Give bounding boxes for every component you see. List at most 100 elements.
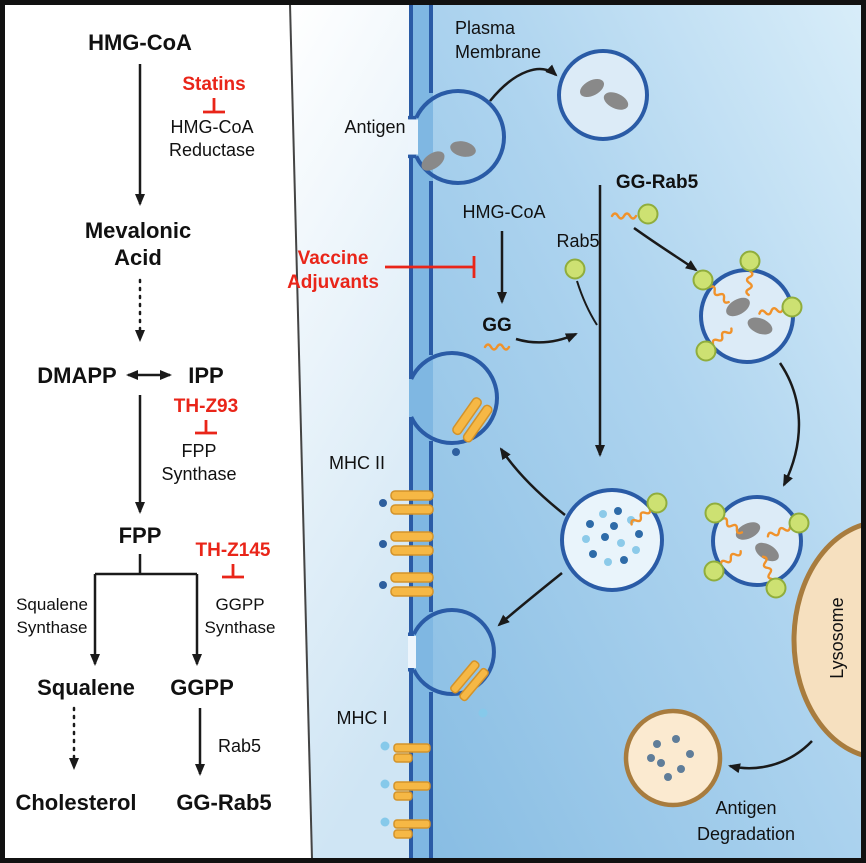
- rab5-protein: [704, 502, 726, 524]
- ggpp-node: GGPP: [170, 675, 234, 700]
- mhc1-bar: [393, 781, 431, 791]
- gg-merge-arrow: [515, 332, 578, 344]
- gg-label: GG: [482, 315, 512, 336]
- fpp-node: FPP: [119, 523, 162, 548]
- antigen-particle: [421, 151, 445, 171]
- peptide-dot: [610, 522, 618, 530]
- cholesterol-node: Cholesterol: [15, 790, 136, 815]
- rab5-protein: [695, 340, 717, 362]
- peptide-dot: [380, 741, 390, 751]
- degraded-dot: [664, 773, 672, 781]
- antigen-particle: [755, 542, 779, 562]
- squalene-node: Squalene: [37, 675, 135, 700]
- peptide-dot: [380, 779, 390, 789]
- endocytic-cup-bottom: [412, 608, 496, 696]
- rab5-protein: [703, 560, 725, 582]
- gg-rab5-protein: [637, 203, 659, 225]
- antigen-label: Antigen: [344, 117, 405, 137]
- endocytosis-neck-top: [408, 119, 418, 155]
- mhc1-bar: [393, 829, 413, 839]
- endocytic-cup-top: [414, 89, 506, 185]
- vaccine-adjuvants-label-2: Adjuvants: [287, 272, 379, 293]
- peptide-dot: [617, 539, 625, 547]
- degraded-dot: [686, 750, 694, 758]
- cell-panel: Lysosome Plasma Membrane Antigen HMG-CoA…: [287, 3, 866, 860]
- thz145-inhibition-symbol: [222, 564, 244, 579]
- reductase-label-2: Reductase: [169, 140, 255, 160]
- mhc2-at-cup: [452, 397, 493, 443]
- degraded-dot: [653, 740, 661, 748]
- rab5-pathway-label: Rab5: [218, 736, 261, 756]
- rab5-label-cell: Rab5: [556, 231, 599, 251]
- mhc2-bar: [390, 531, 434, 542]
- peptide-dot: [379, 499, 387, 507]
- endocytosis-neck-bottom: [408, 636, 416, 668]
- rab5-protein: [765, 577, 787, 599]
- mhc1-bar: [393, 743, 431, 753]
- antigen-particle: [747, 317, 773, 335]
- mhc2-label: MHC II: [329, 453, 385, 473]
- mhc1-bar: [393, 791, 413, 801]
- antigen-particle: [603, 92, 629, 110]
- antigen-degradation-label-2: Degradation: [697, 824, 795, 844]
- peptide-dot: [604, 558, 612, 566]
- rab5-protein: [788, 512, 810, 534]
- lysosome-to-degradation-arrow: [728, 740, 813, 774]
- dmapp-node: DMAPP: [37, 363, 116, 388]
- peptide-dot: [632, 546, 640, 554]
- squalene-synthase-label-1: Squalene: [16, 595, 88, 614]
- degraded-dot: [672, 735, 680, 743]
- rab5-protein: [692, 269, 714, 291]
- mhc1-bar: [459, 667, 489, 702]
- ggrab5-node: GG-Rab5: [176, 790, 271, 815]
- ggpp-synthase-label-2: Synthase: [205, 618, 276, 637]
- rab5-protein: [646, 492, 668, 514]
- mhc2-bar: [390, 504, 434, 515]
- mhc1-bar: [393, 819, 431, 829]
- mhc2-bar: [462, 404, 493, 443]
- endocytic-cup-middle: [409, 351, 499, 445]
- peptide-dot: [452, 448, 460, 456]
- fpp-branch-lines: [95, 554, 197, 576]
- thz93-inhibition-symbol: [195, 420, 217, 435]
- late-endosome-vesicle: [711, 495, 803, 587]
- peptide-dots: [582, 507, 643, 566]
- peptide-dot: [620, 556, 628, 564]
- gg-rab5-to-vesicle-arrow: [633, 226, 698, 272]
- lysosome: [791, 521, 866, 759]
- peptide-loading-vesicle: [560, 488, 664, 592]
- squalene-synthase-label-2: Synthase: [17, 618, 88, 637]
- mhc2-molecules: [379, 490, 434, 597]
- peptide-dot: [380, 817, 390, 827]
- mhc2-bar: [390, 572, 434, 583]
- mhc2-bar: [390, 586, 434, 597]
- mhc2-bar: [452, 397, 482, 436]
- antigen-degradation-label-1: Antigen: [715, 798, 776, 818]
- endocytosis-arrow: [489, 64, 558, 102]
- mhc2-bar: [390, 490, 434, 501]
- degraded-antigen-dots: [647, 735, 694, 781]
- rab5-protein: [781, 296, 803, 318]
- ggpp-synthase-label-1: GGPP: [215, 595, 264, 614]
- mevalonate-pathway-panel: HMG-CoA Statins HMG-CoA Reductase Mevalo…: [15, 30, 275, 815]
- cup-lips: [408, 115, 417, 672]
- peptide-dot: [478, 708, 488, 718]
- peptide-dot: [582, 535, 590, 543]
- reductase-label-1: HMG-CoA: [170, 117, 253, 137]
- peptide-dot: [586, 520, 594, 528]
- mevalonic-node-2: Acid: [114, 245, 162, 270]
- thz145-label: TH-Z145: [196, 540, 271, 561]
- peptide-dot: [589, 550, 597, 558]
- antigen-particle: [726, 297, 750, 317]
- vesicle-to-mhc1-arrow: [497, 572, 563, 627]
- vesicle-maturation-arrow: [778, 362, 801, 487]
- early-endosome-vesicle: [557, 49, 649, 141]
- gg-rab5-label-cell: GG-Rab5: [616, 172, 699, 193]
- antigen-particle: [450, 141, 476, 157]
- hmgcoa-node: HMG-CoA: [88, 30, 192, 55]
- antigen-particle: [579, 78, 605, 98]
- mhc1-bar: [450, 660, 480, 694]
- vaccine-adjuvants-label-1: Vaccine: [298, 248, 369, 269]
